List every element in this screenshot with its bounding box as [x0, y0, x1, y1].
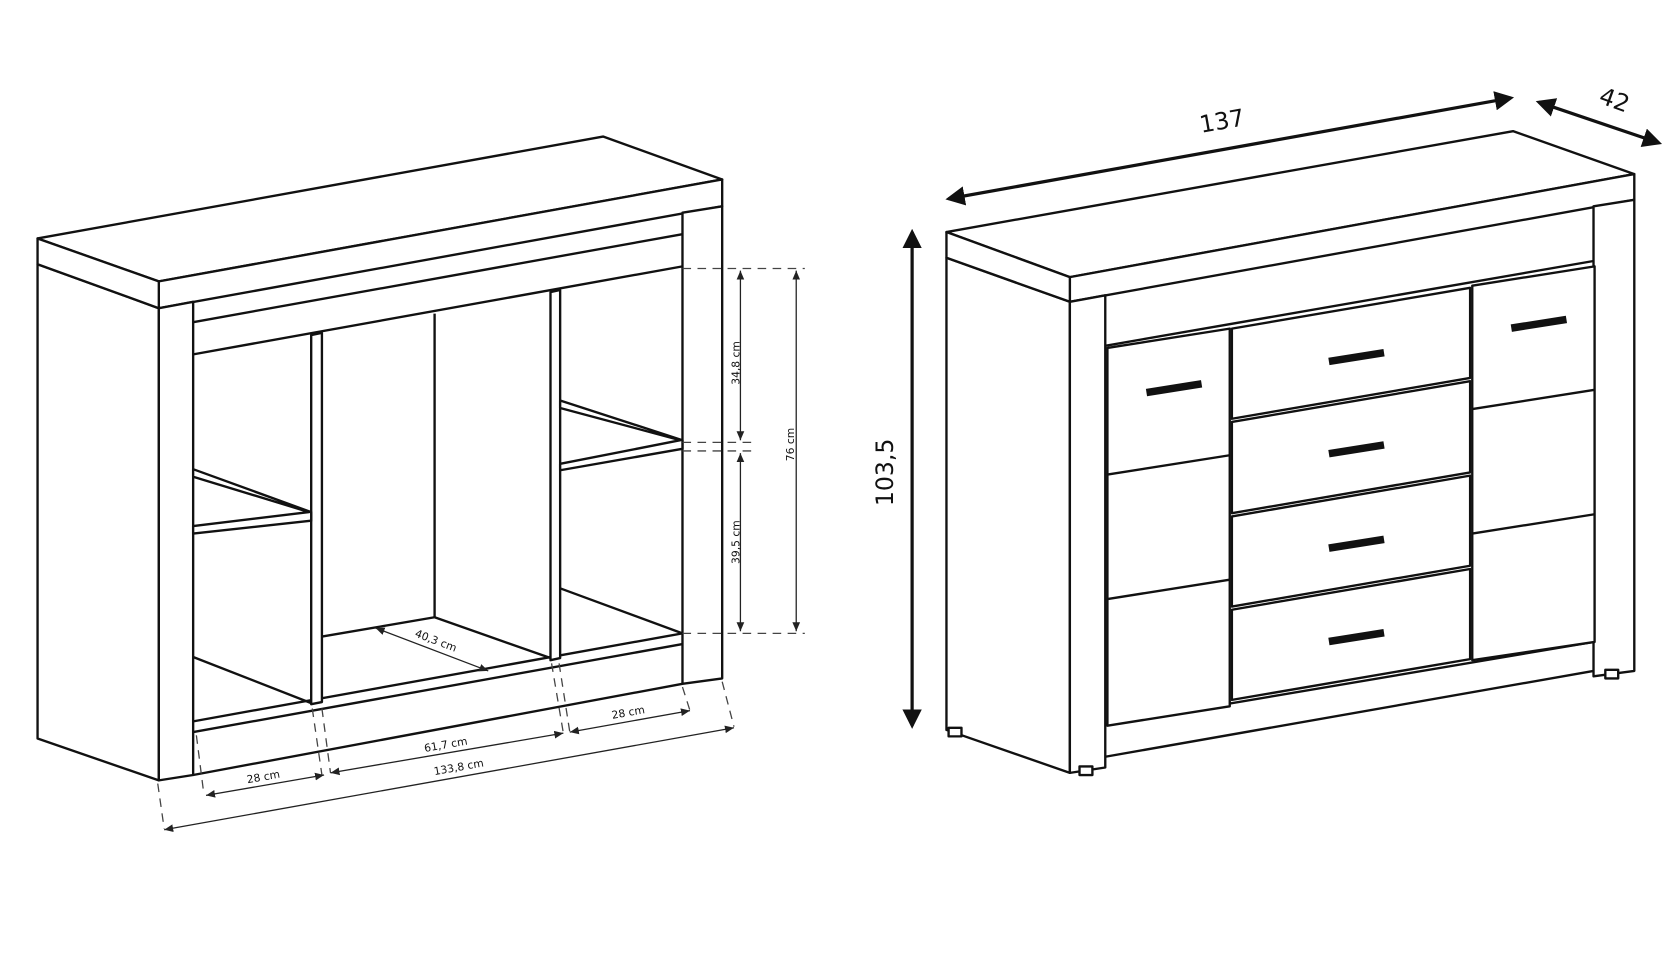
left-door [1106, 327, 1231, 727]
open-cabinet [36, 135, 724, 782]
dim-depth: 42 [1596, 82, 1634, 119]
open-cabinet-dimensions: 34,8 cm 39,5 cm 76 cm 40,3 cm 28 cm 61,7… [157, 267, 805, 832]
drawers [1230, 286, 1472, 702]
door-handle-icon [1510, 315, 1568, 332]
dim-height: 103,5 [871, 439, 899, 507]
dim-inner-height: 76 cm [784, 428, 797, 461]
drawer-1 [1230, 286, 1472, 420]
dim-upper-height: 34,8 cm [729, 341, 742, 385]
door-handle-icon [1145, 380, 1203, 397]
drawer-handle-icon [1328, 535, 1385, 552]
drawer-handle-icon [1328, 441, 1385, 458]
dim-total-width: 133,8 cm [433, 756, 485, 778]
drawer-handle-icon [1328, 629, 1385, 646]
dim-width: 137 [1197, 103, 1246, 138]
dim-lower-height: 39,5 cm [729, 520, 742, 564]
dim-left-width: 28 cm [246, 768, 281, 787]
drawer-handle-icon [1328, 348, 1385, 366]
dim-right-width: 28 cm [611, 703, 646, 722]
dim-middle-width: 61,7 cm [423, 735, 468, 755]
right-door [1471, 265, 1596, 662]
closed-cabinet [945, 129, 1636, 777]
